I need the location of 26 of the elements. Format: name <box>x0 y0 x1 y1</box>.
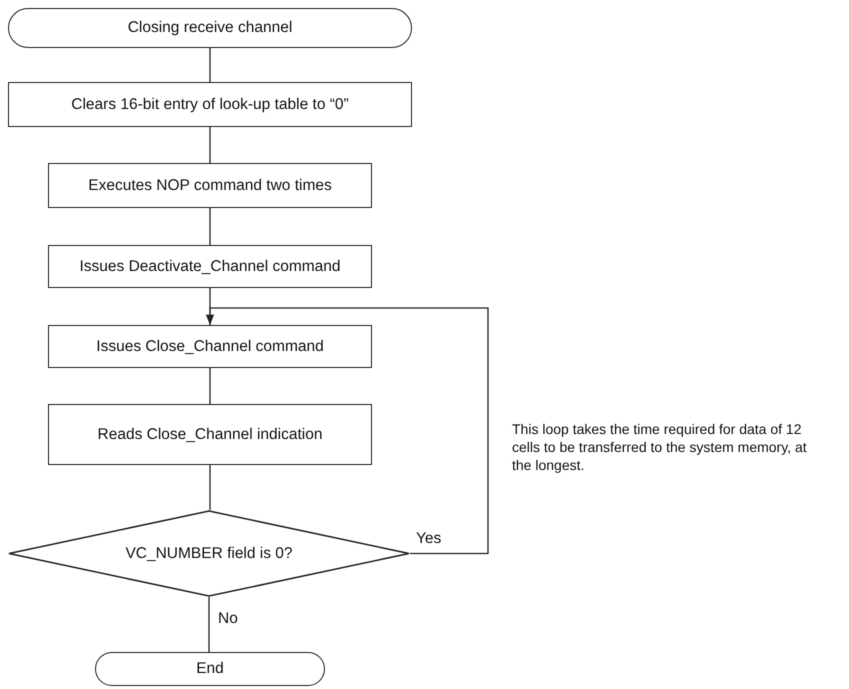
connector-line <box>209 465 211 510</box>
connector-line <box>209 208 211 245</box>
terminal-box <box>8 8 412 48</box>
arrow <box>206 307 489 554</box>
process-box <box>48 163 372 208</box>
node-text: Issues Close_Channel command <box>95 338 325 356</box>
edge-label: Yes <box>416 530 442 548</box>
note-text: This loop takes the time required for data of 12 cells to be transferred to the system memory, at the longest. <box>512 420 808 475</box>
connector-line <box>208 597 210 652</box>
node-text: Executes NOP command two times <box>87 176 333 194</box>
process-box <box>48 245 372 288</box>
process-box <box>48 325 372 368</box>
node-text: Clears 16-bit entry of look-up table to “0” <box>70 96 350 114</box>
node-text: Reads Close_Channel indication <box>96 426 324 444</box>
connector-line <box>209 48 211 82</box>
edge-label: No <box>218 610 238 628</box>
node-text: VC_NUMBER field is 0? <box>124 544 294 562</box>
process-box <box>8 82 412 127</box>
node-text: Issues Deactivate_Channel command <box>78 258 342 276</box>
terminal-box <box>95 652 325 686</box>
node-text: Closing receive channel <box>126 19 294 37</box>
connector-line <box>209 368 211 404</box>
process-box <box>48 404 372 465</box>
decision-diamond <box>8 510 410 597</box>
connector-line <box>209 127 211 163</box>
node-text: End <box>195 660 225 678</box>
